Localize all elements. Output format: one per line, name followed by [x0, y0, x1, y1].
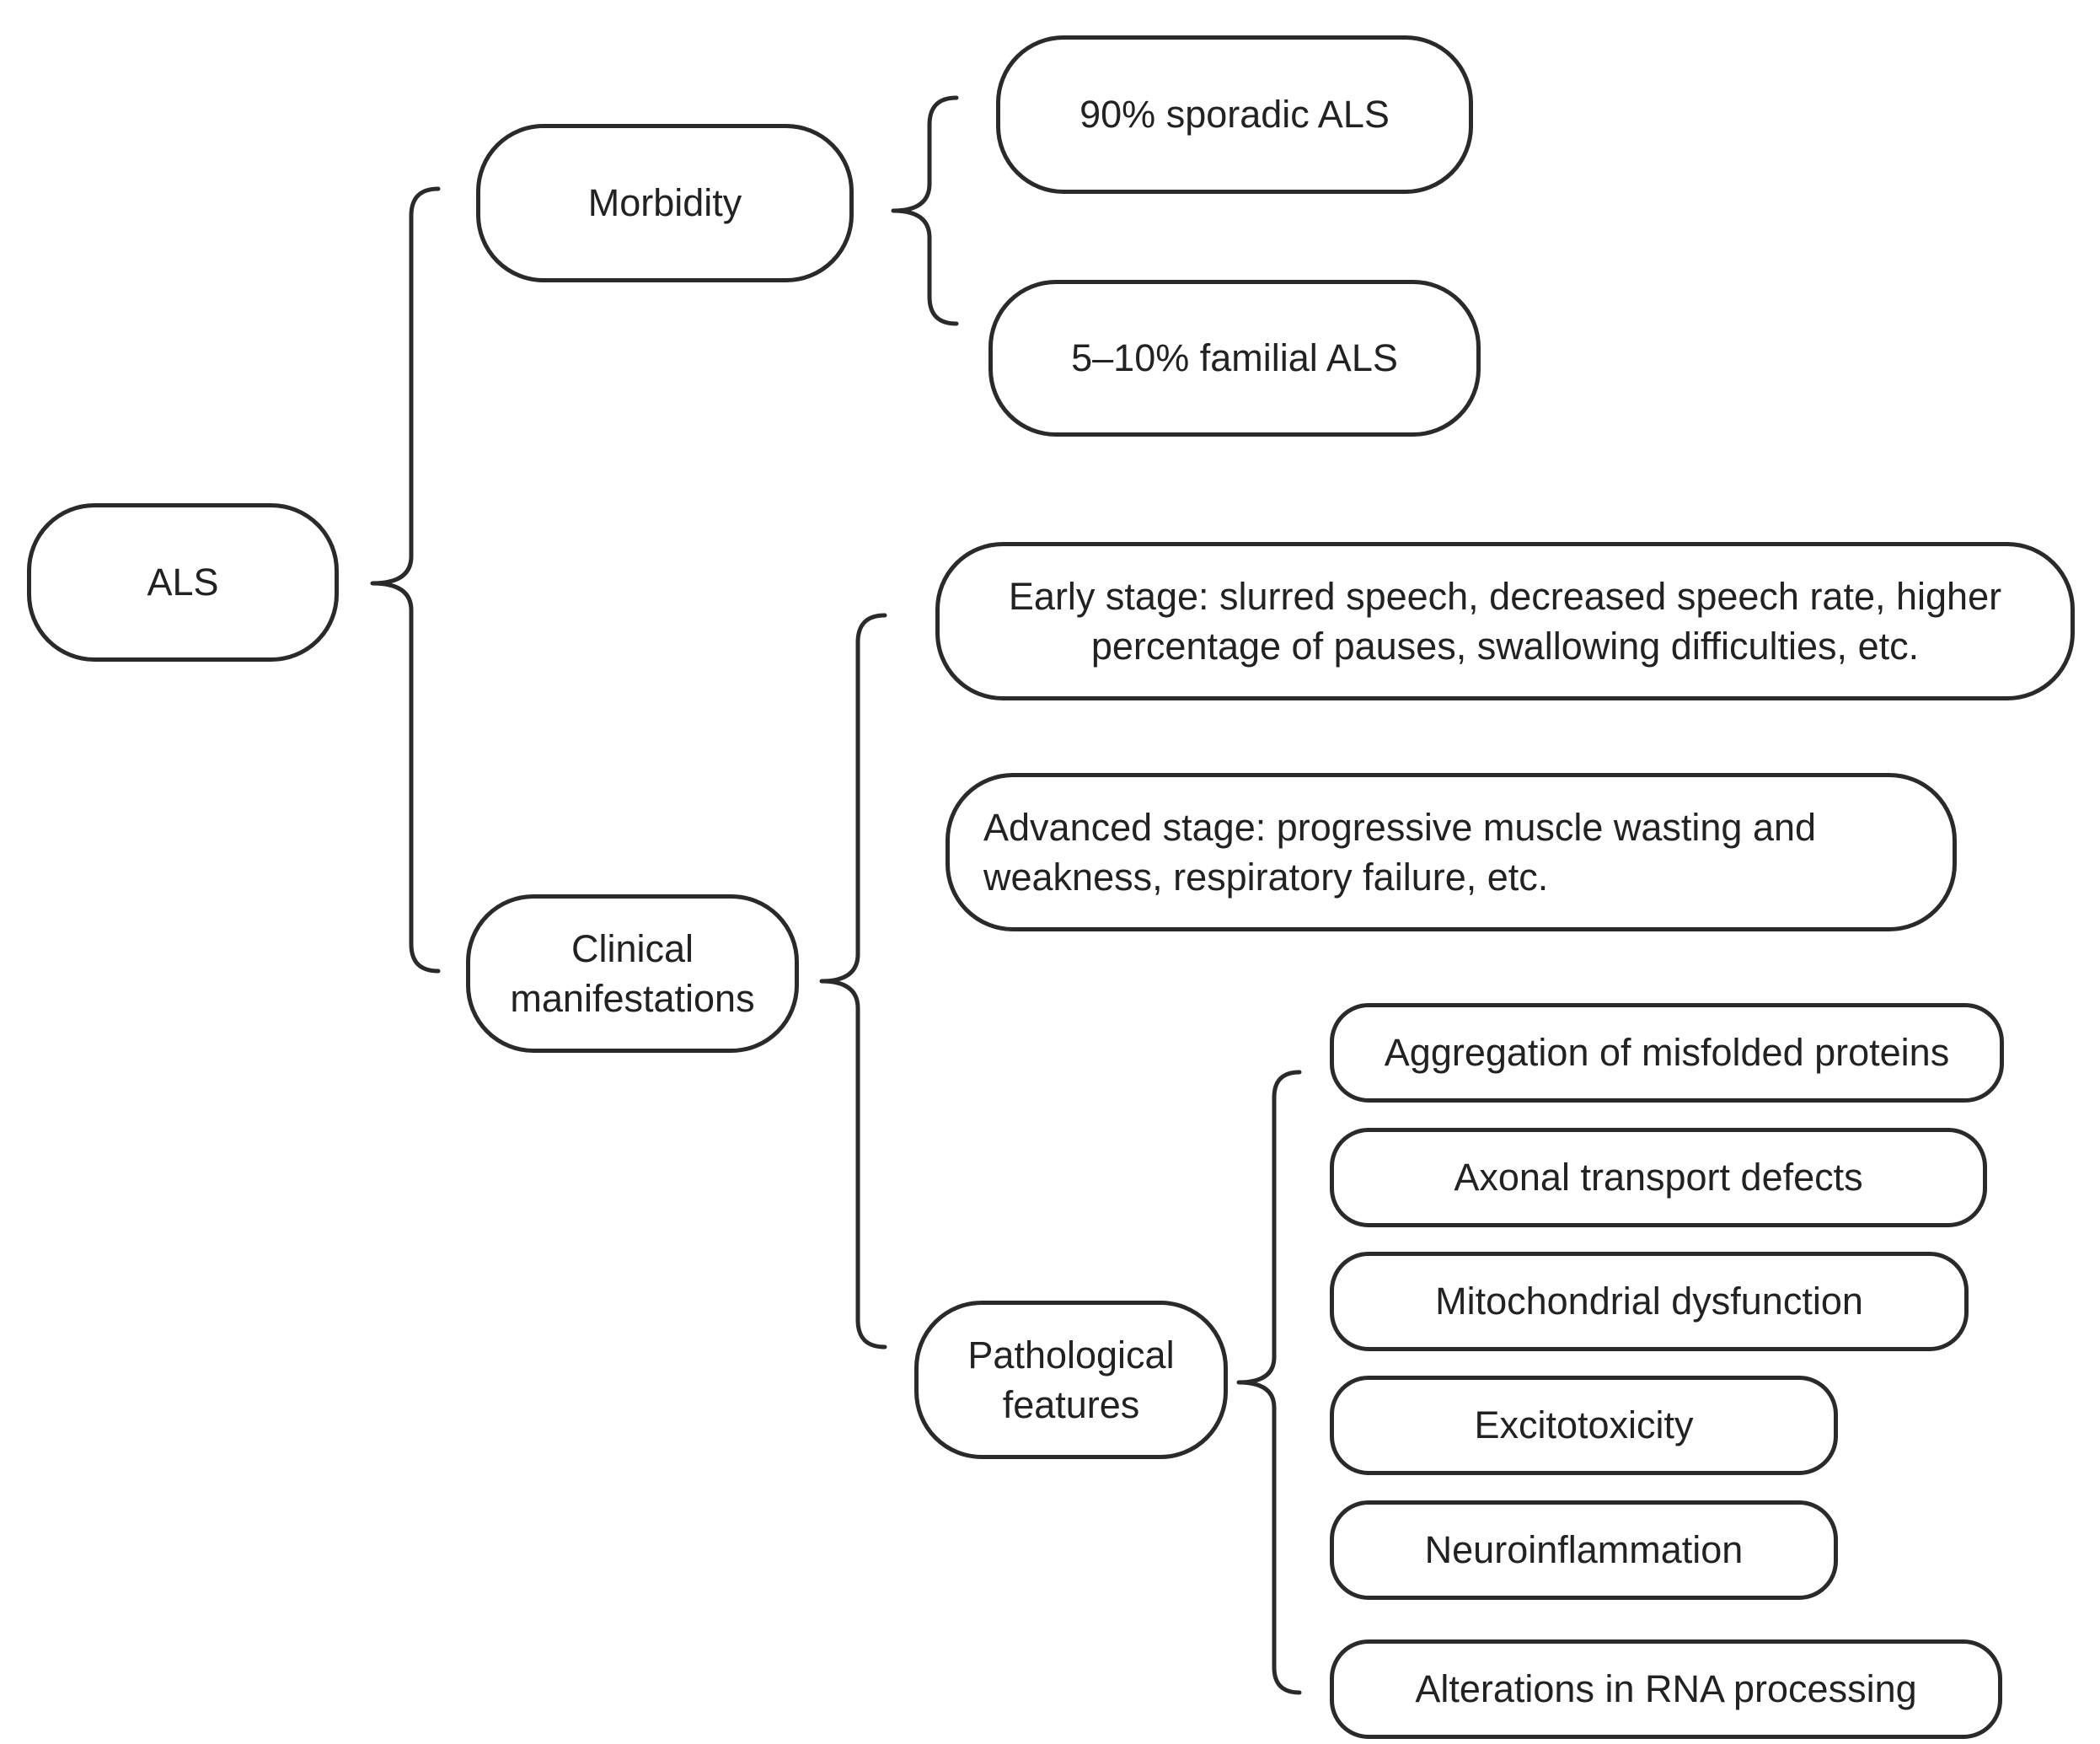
node-als-label: ALS — [147, 561, 219, 604]
node-neuroinflammation-label: Neuroinflammation — [1424, 1528, 1744, 1572]
node-excitotoxicity: Excitotoxicity — [1330, 1376, 1838, 1475]
node-clinical-manifestations: Clinical manifestations — [466, 894, 799, 1053]
node-neuroinflammation: Neuroinflammation — [1330, 1500, 1838, 1600]
clinical-brace — [819, 613, 887, 1350]
node-familial-als: 5–10% familial ALS — [988, 280, 1481, 437]
node-excitotoxicity-label: Excitotoxicity — [1474, 1403, 1694, 1447]
morbidity-brace — [891, 95, 959, 326]
node-mitochondrial-dysfunction: Mitochondrial dysfunction — [1330, 1252, 1969, 1351]
node-early-stage: Early stage: slurred speech, decreased s… — [935, 542, 2075, 700]
node-familial-als-label: 5–10% familial ALS — [1071, 336, 1398, 380]
node-rna-processing-label: Alterations in RNA processing — [1415, 1667, 1917, 1711]
node-misfolded-proteins: Aggregation of misfolded proteins — [1330, 1003, 2004, 1103]
node-mitochondrial-dysfunction-label: Mitochondrial dysfunction — [1435, 1280, 1863, 1323]
node-pathological-features-label: Pathological features — [967, 1333, 1175, 1426]
node-advanced-stage-label: Advanced stage: progressive muscle wasti… — [983, 805, 1817, 899]
node-axonal-transport-label: Axonal transport defects — [1454, 1156, 1863, 1199]
node-morbidity-label: Morbidity — [587, 181, 742, 225]
root-brace — [370, 186, 441, 974]
node-axonal-transport: Axonal transport defects — [1330, 1128, 1987, 1227]
node-sporadic-als-label: 90% sporadic ALS — [1079, 93, 1390, 137]
node-early-stage-label: Early stage: slurred speech, decreased s… — [1008, 574, 2002, 668]
node-advanced-stage: Advanced stage: progressive muscle wasti… — [946, 773, 1957, 931]
node-misfolded-proteins-label: Aggregation of misfolded proteins — [1384, 1031, 1950, 1075]
pathological-brace — [1236, 1070, 1302, 1695]
node-rna-processing: Alterations in RNA processing — [1330, 1639, 2002, 1739]
node-als: ALS — [27, 503, 339, 662]
node-sporadic-als: 90% sporadic ALS — [996, 35, 1473, 194]
node-morbidity: Morbidity — [476, 124, 854, 282]
node-clinical-manifestations-label: Clinical manifestations — [510, 926, 755, 1020]
node-pathological-features: Pathological features — [914, 1301, 1228, 1459]
